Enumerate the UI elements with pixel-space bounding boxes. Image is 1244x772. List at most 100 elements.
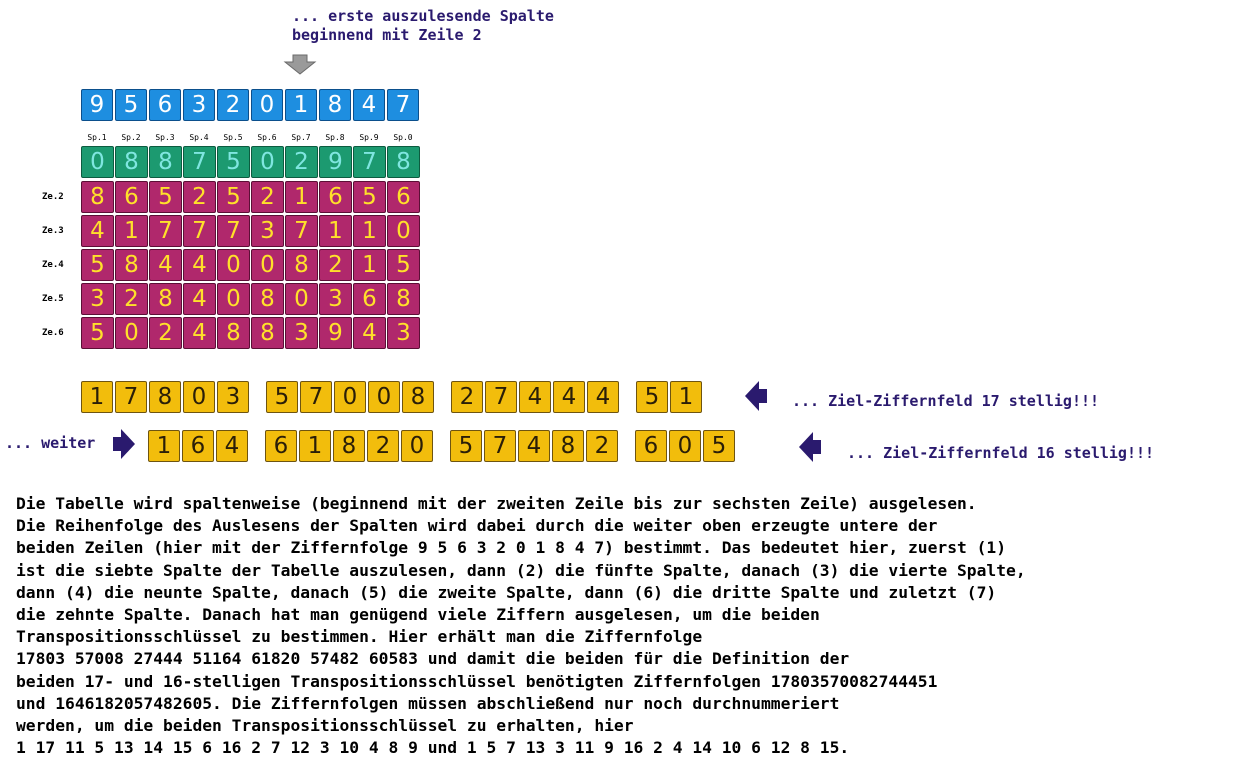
down-arrow-icon <box>283 54 317 75</box>
table-digit-cell: 7 <box>285 215 318 247</box>
table-digit-cell: 3 <box>81 283 114 315</box>
table-digit-cell: 6 <box>353 283 386 315</box>
table-digit-cell: 1 <box>319 215 352 247</box>
row-label: Ze.6 <box>42 328 64 338</box>
key-digit-cell: 9 <box>81 89 113 121</box>
table-digit-cell: 4 <box>183 249 216 281</box>
column-header: Sp.3 <box>155 133 175 142</box>
text-line: Transpositionsschlüssel zu bestimmen. Hi… <box>16 627 703 647</box>
key-digit-cell: 3 <box>183 89 215 121</box>
result-digit-cell: 6 <box>635 430 667 462</box>
table-digit-cell: 5 <box>387 249 420 281</box>
left-arrow-icon <box>745 381 767 411</box>
table-digit-cell: 1 <box>285 181 318 213</box>
table-digit-cell: 8 <box>251 317 284 349</box>
text-line: beiden 17- und 16-stelligen Transpositio… <box>16 671 938 691</box>
table-digit-cell: 4 <box>183 283 216 315</box>
result-digit-cell: 5 <box>703 430 735 462</box>
table-digit-cell: 1 <box>353 215 386 247</box>
table-digit-cell: 0 <box>115 317 148 349</box>
result-digit-cell: 8 <box>402 381 434 413</box>
result-digit-cell: 3 <box>217 381 249 413</box>
result-digit-cell: 4 <box>587 381 619 413</box>
table-digit-cell: 0 <box>217 249 250 281</box>
key-digit-cell: 5 <box>115 89 147 121</box>
header-digit-cell: 8 <box>387 146 420 178</box>
key-digit-cell: 8 <box>319 89 351 121</box>
table-digit-cell: 5 <box>353 181 386 213</box>
result-digit-cell: 8 <box>149 381 181 413</box>
text-line: die zehnte Spalte. Danach hat man genüge… <box>16 605 820 625</box>
table-digit-cell: 6 <box>115 181 148 213</box>
column-header: Sp.1 <box>87 133 107 142</box>
table-digit-cell: 0 <box>217 283 250 315</box>
column-header: Sp.9 <box>359 133 379 142</box>
column-header: Sp.5 <box>223 133 243 142</box>
table-digit-cell: 1 <box>353 249 386 281</box>
result-digit-cell: 7 <box>485 381 517 413</box>
table-digit-cell: 2 <box>251 181 284 213</box>
table-digit-cell: 4 <box>81 215 114 247</box>
table-digit-cell: 3 <box>285 317 318 349</box>
result-digit-cell: 1 <box>299 430 331 462</box>
result-digit-cell: 0 <box>401 430 433 462</box>
result1-note: ... Ziel-Ziffernfeld 17 stellig!!! <box>792 392 1100 410</box>
text-line: beiden Zeilen (hier mit der Ziffernfolge… <box>16 538 1007 558</box>
table-digit-cell: 2 <box>149 317 182 349</box>
row-label: Ze.5 <box>42 294 64 304</box>
result-digit-cell: 1 <box>148 430 180 462</box>
result-digit-cell: 4 <box>519 381 551 413</box>
text-line: und 1646182057482605. Die Ziffernfolgen … <box>16 693 840 713</box>
header-digit-cell: 9 <box>319 146 352 178</box>
key-digit-cell: 2 <box>217 89 249 121</box>
table-digit-cell: 5 <box>217 181 250 213</box>
table-digit-cell: 7 <box>149 215 182 247</box>
result-digit-cell: 0 <box>368 381 400 413</box>
result-digit-cell: 4 <box>518 430 550 462</box>
table-digit-cell: 0 <box>251 249 284 281</box>
table-digit-cell: 3 <box>387 317 420 349</box>
column-header: Sp.4 <box>189 133 209 142</box>
text-line: Die Reihenfolge des Auslesens der Spalte… <box>16 516 938 536</box>
table-digit-cell: 4 <box>183 317 216 349</box>
result-digit-cell: 2 <box>586 430 618 462</box>
result-digit-cell: 4 <box>216 430 248 462</box>
result-digit-cell: 1 <box>81 381 113 413</box>
table-digit-cell: 8 <box>115 249 148 281</box>
text-line: dann (4) die neunte Spalte, danach (5) d… <box>16 582 997 602</box>
result-digit-cell: 2 <box>367 430 399 462</box>
header-digit-cell: 5 <box>217 146 250 178</box>
table-digit-cell: 7 <box>183 215 216 247</box>
table-digit-cell: 8 <box>387 283 420 315</box>
top-note-line1: ... erste auszulesende Spalte <box>292 7 554 25</box>
key-digit-cell: 0 <box>251 89 283 121</box>
key-digit-cell: 6 <box>149 89 181 121</box>
column-header: Sp.7 <box>291 133 311 142</box>
table-digit-cell: 0 <box>387 215 420 247</box>
key-digit-cell: 7 <box>387 89 419 121</box>
table-digit-cell: 5 <box>81 317 114 349</box>
table-digit-cell: 4 <box>149 249 182 281</box>
text-line: Die Tabelle wird spaltenweise (beginnend… <box>16 494 977 513</box>
table-digit-cell: 8 <box>149 283 182 315</box>
table-digit-cell: 8 <box>81 181 114 213</box>
table-digit-cell: 6 <box>387 181 420 213</box>
result-digit-cell: 8 <box>552 430 584 462</box>
result-digit-cell: 5 <box>266 381 298 413</box>
result-digit-cell: 6 <box>265 430 297 462</box>
explanation-text: Die Tabelle wird spaltenweise (beginnend… <box>16 493 1026 759</box>
result-digit-cell: 1 <box>670 381 702 413</box>
header-digit-cell: 8 <box>149 146 182 178</box>
table-digit-cell: 2 <box>183 181 216 213</box>
result-digit-cell: 8 <box>333 430 365 462</box>
column-header: Sp.8 <box>325 133 345 142</box>
table-digit-cell: 6 <box>319 181 352 213</box>
table-digit-cell: 2 <box>115 283 148 315</box>
result-digit-cell: 6 <box>182 430 214 462</box>
column-header: Sp.6 <box>257 133 277 142</box>
table-digit-cell: 8 <box>217 317 250 349</box>
result-digit-cell: 7 <box>115 381 147 413</box>
result-digit-cell: 4 <box>553 381 585 413</box>
table-digit-cell: 0 <box>285 283 318 315</box>
left-arrow-icon <box>799 432 821 462</box>
